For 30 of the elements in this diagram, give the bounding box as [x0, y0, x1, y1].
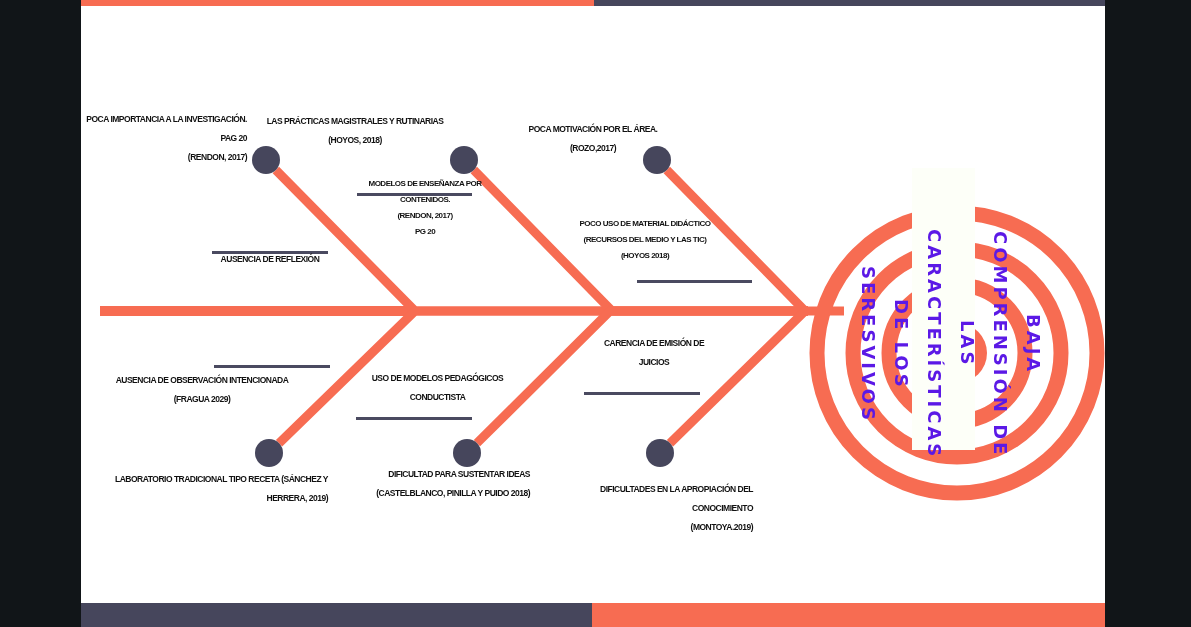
cause-text: (ROZO,2017) — [569, 142, 617, 155]
label-text: PG 20 — [413, 226, 437, 238]
cause-text: POCA MOTIVACIÓN POR EL ÁREA. — [527, 122, 659, 136]
effect-text: BAJA COMPRENSIÓN DE LAS CARACTERÍSTICAS DE LOS SERESVIVOS — [857, 227, 1045, 462]
label-text: AUSENCIA DE REFLEXIÓN — [219, 252, 321, 266]
label-text: (FRAGUA 2029) — [172, 393, 232, 406]
cause-text: LAS PRÁCTICAS MAGISTRALES Y RUTINARIAS — [265, 115, 445, 128]
cause-text: (CASTELBLANCO, PINILLA Y PUIDO 2018) — [375, 487, 530, 500]
cause-text: POCA IMPORTANCIA A LA INVESTIGACIÓN. — [85, 112, 247, 126]
node-circle — [643, 146, 671, 174]
node-circle — [646, 439, 674, 467]
label-text: MODELOS DE ENSEÑANZA POR CONTENIDOS. — [367, 178, 483, 206]
label-text: (RENDON, 2017) — [396, 210, 454, 222]
cause-text: DIFICULTAD PARA SUSTENTAR IDEAS — [387, 468, 530, 481]
node-circle — [255, 439, 283, 467]
label-text: (HOYOS 2018) — [619, 250, 671, 262]
cause-text: (MONTOYA.2019) — [689, 521, 753, 534]
label-text: POCO USO DE MATERIAL DIDÁCTICO — [578, 218, 712, 230]
label-text: USO DE MODELOS PEDAGÓGICOS CONDUCTISTA — [370, 371, 505, 404]
node-circle — [453, 439, 481, 467]
label-text: AUSENCIA DE OBSERVACIÓN INTENCIONADA — [114, 373, 290, 387]
node-circle — [450, 146, 478, 174]
label-text: CARENCIA DE EMISIÓN DE JUICIOS — [602, 336, 706, 369]
cause-text: LABORATORIO TRADICIONAL TIPO RECETA (SÁNCHEZ Y HERRERA, 2019) — [114, 473, 328, 505]
cause-text: PAG 20 — [219, 132, 247, 145]
label-text: (RECURSOS DEL MEDIO Y LAS TIC) — [582, 234, 708, 246]
cause-text: DIFICULTADES EN LA APROPIACIÓN DEL CONOCIMIENTO — [599, 482, 753, 515]
cause-text: (RENDON, 2017) — [186, 151, 247, 164]
cause-text: (HOYOS, 2018) — [327, 134, 383, 147]
node-circle — [252, 146, 280, 174]
